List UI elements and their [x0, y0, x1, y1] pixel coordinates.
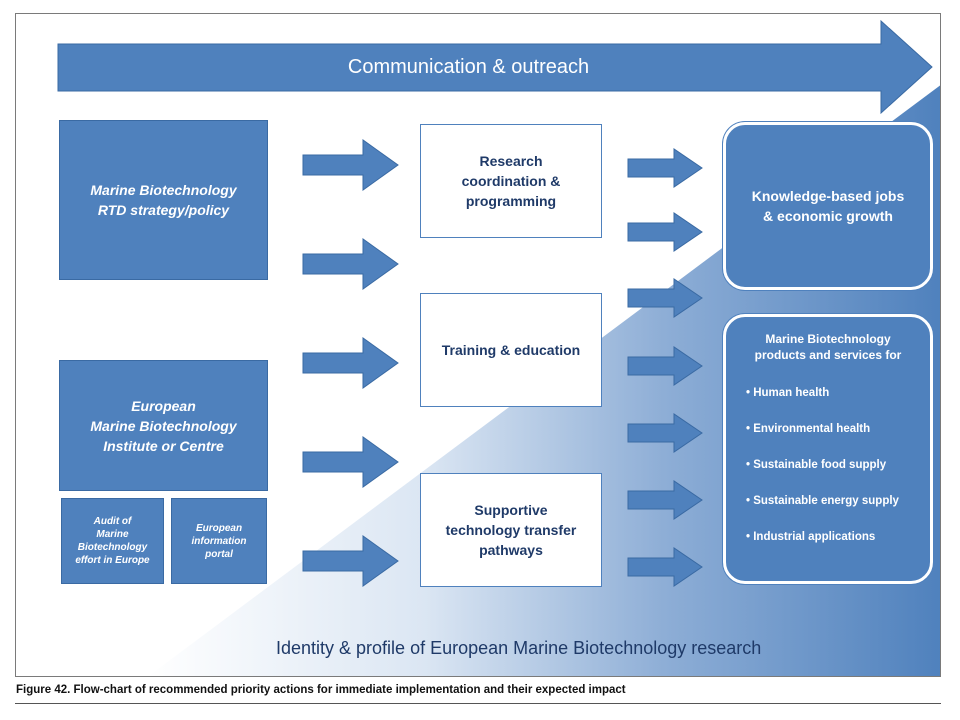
institute-line: European [131, 397, 196, 414]
list-item: • Environmental health [746, 423, 871, 435]
audit-line: Audit of [93, 516, 132, 527]
institute-line: Institute or Centre [103, 437, 224, 454]
institute-line: Marine Biotechnology [90, 417, 237, 434]
jobs-line: & economic growth [763, 208, 893, 224]
audit-line: Biotechnology [77, 542, 148, 553]
list-item: • Sustainable food supply [746, 459, 887, 471]
list-item: • Industrial applications [746, 531, 876, 543]
jobs-line: Knowledge-based jobs [751, 188, 905, 204]
products-title-line: products and services for [754, 348, 902, 362]
audit-line: Marine [96, 529, 129, 540]
list-item: • Human health [746, 387, 830, 399]
impact-arrow [627, 346, 703, 386]
transfer-line: Supportive [474, 502, 548, 518]
identity-footer-label: Identity & profile of European Marine Bi… [276, 638, 762, 658]
strategy-line: Marine Biotechnology [90, 182, 237, 198]
jobs-growth-box: Knowledge-based jobs & economic growth [723, 122, 933, 290]
training-label: Training & education [441, 342, 581, 358]
research-box: Research coordination & programming [420, 124, 602, 238]
impact-arrow [627, 212, 703, 252]
diagram-frame: Communication & outreach Marine Biotechn… [15, 13, 941, 677]
transfer-line: pathways [479, 542, 543, 558]
strategy-box: Marine Biotechnology RTD strategy/policy [59, 120, 268, 280]
impact-arrow [627, 547, 703, 587]
flow-arrow [302, 337, 399, 389]
audit-line: effort in Europe [75, 555, 150, 566]
research-line: programming [465, 193, 557, 209]
impact-arrow [627, 480, 703, 520]
portal-line: portal [205, 548, 233, 560]
communication-banner-arrow [57, 19, 933, 115]
flow-arrow [302, 535, 399, 587]
products-list: • Human health • Environmental health • … [746, 385, 930, 565]
flow-arrow [302, 436, 399, 488]
transfer-box: Supportive technology transfer pathways [420, 473, 602, 587]
impact-arrow [627, 278, 703, 318]
research-line: coordination & [461, 173, 561, 189]
impact-arrow [627, 413, 703, 453]
audit-box: Audit of Marine Biotechnology effort in … [61, 498, 164, 584]
strategy-line: RTD strategy/policy [97, 202, 230, 218]
institute-box: European Marine Biotechnology Institute … [59, 360, 268, 491]
portal-line: European [195, 522, 243, 534]
products-services-box: Marine Biotechnology products and servic… [723, 314, 933, 584]
communication-banner-label: Communication & outreach [347, 55, 590, 78]
figure-caption: Figure 42. Flow-chart of recommended pri… [16, 684, 626, 696]
flow-arrow [302, 238, 399, 290]
transfer-line: technology transfer [445, 522, 577, 538]
impact-arrow [627, 148, 703, 188]
flow-arrow [302, 139, 399, 191]
portal-line: information [191, 535, 247, 547]
products-title-line: Marine Biotechnology [765, 332, 891, 346]
portal-box: European information portal [171, 498, 267, 584]
training-box: Training & education [420, 293, 602, 407]
research-line: Research [479, 153, 543, 169]
caption-divider [15, 703, 941, 704]
list-item: • Sustainable energy supply [746, 495, 899, 507]
